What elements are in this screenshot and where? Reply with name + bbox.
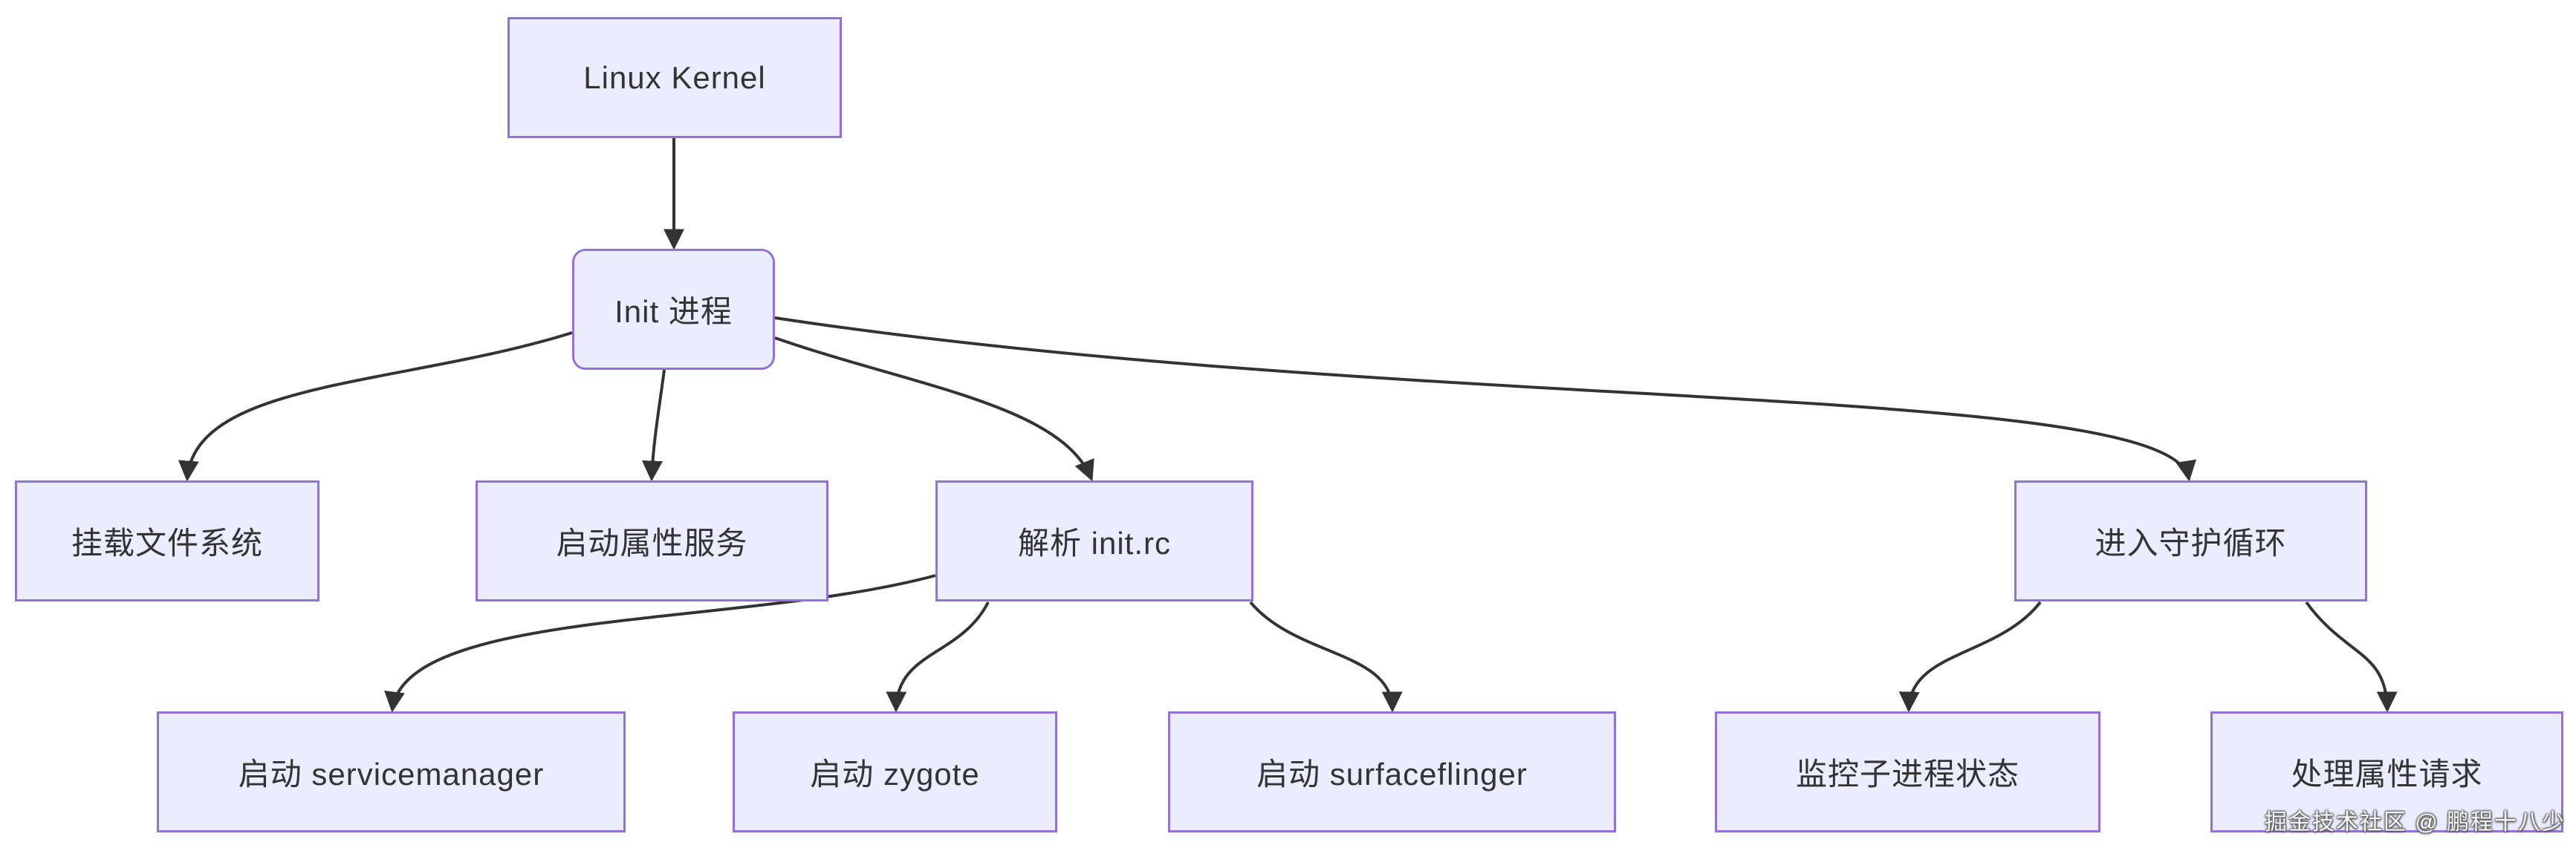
- edge-parse-to-zygote: [886, 601, 990, 713]
- node-init-process-label: Init 进程: [614, 294, 733, 329]
- edge-parse-to-surfaceflinger: [1249, 601, 1403, 713]
- edge-init-to-prop-service: [641, 369, 666, 482]
- node-mount-filesystem: 挂载文件系统: [15, 480, 319, 601]
- node-parse-initrc: 解析 init.rc: [935, 480, 1253, 601]
- node-mount-filesystem-label: 挂载文件系统: [71, 526, 263, 561]
- node-start-zygote-label: 启动 zygote: [810, 757, 980, 792]
- edge-init-to-daemon-loop: [774, 316, 2196, 482]
- node-linux-kernel: Linux Kernel: [507, 17, 842, 138]
- node-parse-initrc-label: 解析 init.rc: [1017, 526, 1171, 561]
- edge-daemon-to-monitor: [1898, 601, 2042, 713]
- node-monitor-child-process-label: 监控子进程状态: [1795, 757, 2019, 792]
- node-monitor-child-process: 监控子进程状态: [1715, 711, 2100, 832]
- node-start-servicemanager: 启动 servicemanager: [157, 711, 626, 832]
- node-start-property-service: 启动属性服务: [476, 480, 828, 601]
- node-start-surfaceflinger: 启动 surfaceflinger: [1168, 711, 1616, 832]
- node-enter-daemon-loop-label: 进入守护循环: [2095, 526, 2287, 561]
- edge-init-to-mount-fs: [178, 331, 573, 482]
- edge-daemon-to-prop-request: [2305, 601, 2398, 713]
- node-start-surfaceflinger-label: 启动 surfaceflinger: [1256, 757, 1528, 792]
- node-handle-property-request: 处理属性请求: [2210, 711, 2563, 832]
- watermark: 掘金技术社区 @ 鹏程十八少: [2264, 810, 2566, 835]
- edge-init-to-parse-initrc: [774, 336, 1094, 482]
- node-start-zygote: 启动 zygote: [733, 711, 1057, 832]
- node-start-servicemanager-label: 启动 servicemanager: [238, 757, 545, 792]
- edge-parse-to-servicemanager: [384, 574, 936, 713]
- node-handle-property-request-label: 处理属性请求: [2291, 757, 2483, 792]
- node-start-property-service-label: 启动属性服务: [556, 526, 748, 561]
- node-linux-kernel-label: Linux Kernel: [583, 59, 766, 95]
- node-init-process: Init 进程: [572, 249, 775, 370]
- node-enter-daemon-loop: 进入守护循环: [2014, 480, 2367, 601]
